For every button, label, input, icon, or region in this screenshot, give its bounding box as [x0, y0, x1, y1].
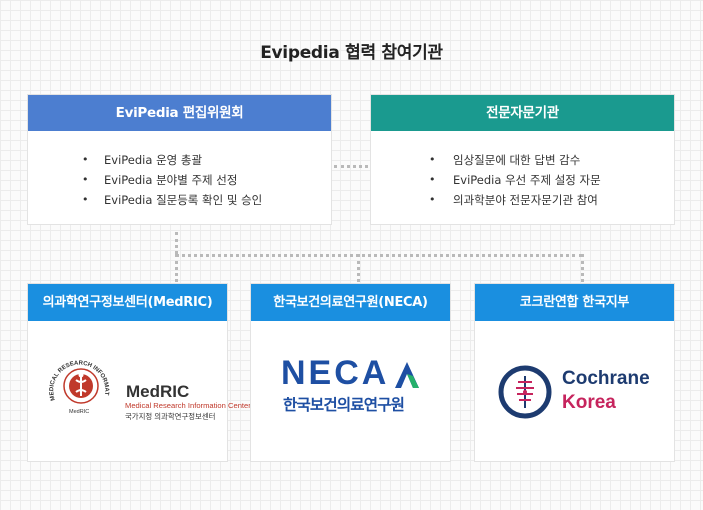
evipedia-board-list: EviPedia 운영 총괄 EviPedia 분야별 주제 선정 EviPed…	[28, 131, 331, 210]
institution-medric-box: 의과학연구정보센터(MedRIC) MEDICAL RESEARCH INFOR…	[27, 283, 251, 462]
cochrane-emblem-icon	[498, 365, 552, 419]
connector-medric	[175, 254, 178, 282]
cochrane-logo-name: Cochrane	[562, 368, 650, 389]
list-item: EviPedia 질문등록 확인 및 승인	[28, 190, 331, 210]
medric-ring-bottom: MedRIC	[69, 409, 89, 415]
advisory-header: 전문자문기관	[371, 95, 674, 131]
connector-cochrane	[581, 254, 584, 282]
cochrane-logo-korea: Korea	[562, 392, 616, 413]
connector-horizontal	[175, 254, 583, 257]
medric-emblem-icon: MEDICAL RESEARCH INFORMATION CENTER MedR…	[43, 356, 109, 415]
list-item: EviPedia 분야별 주제 선정	[28, 170, 331, 190]
institution-neca-box: 한국보건의료연구원(NECA) NECA 한국보건의료연구원	[250, 283, 451, 462]
neca-logo-name: NECA	[281, 354, 390, 392]
list-item: EviPedia 운영 총괄	[28, 150, 331, 170]
advisory-list: 임상질문에 대한 답변 감수 EviPedia 우선 주제 설정 자문 의과학분…	[371, 131, 674, 210]
neca-accent-icon	[395, 362, 419, 388]
institution-cochrane-header: 코크란연합 한국지부	[475, 284, 674, 321]
institution-neca-header: 한국보건의료연구원(NECA)	[251, 284, 450, 321]
institution-medric-header: 의과학연구정보센터(MedRIC)	[28, 284, 227, 321]
list-item: 의과학분야 전문자문기관 참여	[371, 190, 674, 210]
list-item: 임상질문에 대한 답변 감수	[371, 150, 674, 170]
medric-logo-name: MedRIC	[126, 382, 190, 401]
evipedia-board-box: EviPedia 편집위원회 EviPedia 운영 총괄 EviPedia 분…	[27, 94, 332, 225]
list-item: EviPedia 우선 주제 설정 자문	[371, 170, 674, 190]
advisory-box: 전문자문기관 임상질문에 대한 답변 감수 EviPedia 우선 주제 설정 …	[370, 94, 675, 225]
medric-logo-korean: 국가지정 의과학연구정보센터	[125, 412, 216, 421]
institution-cochrane-box: 코크란연합 한국지부 Cochrane Korea	[474, 283, 675, 462]
connector-neca	[357, 254, 360, 282]
connector-top	[334, 165, 368, 168]
page-title: Evipedia 협력 참여기관	[260, 43, 443, 63]
evipedia-board-header: EviPedia 편집위원회	[28, 95, 331, 131]
medric-logo-subtitle: Medical Research Information Center	[125, 401, 251, 410]
neca-logo-korean: 한국보건의료연구원	[283, 396, 405, 414]
connector-down-left	[175, 232, 178, 254]
